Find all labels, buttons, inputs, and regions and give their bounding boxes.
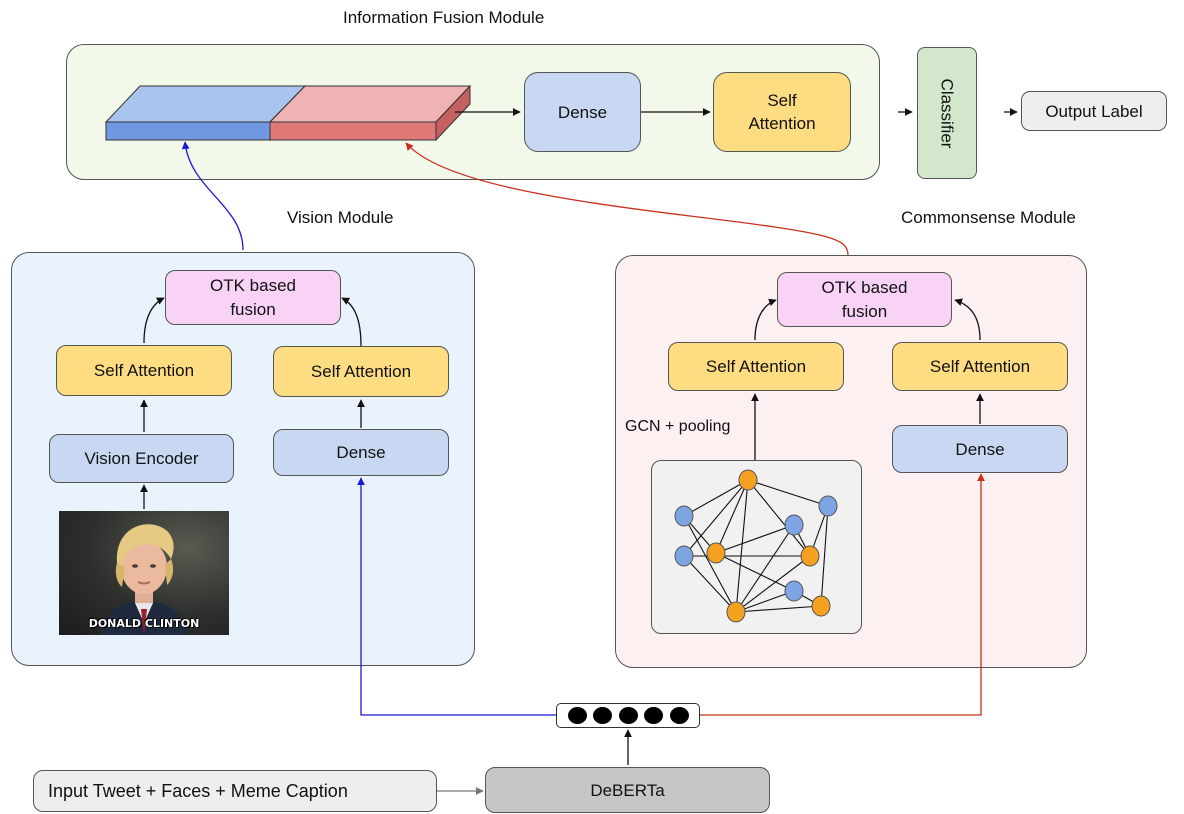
embedding-dot bbox=[593, 707, 612, 724]
meme-portrait bbox=[99, 524, 189, 635]
graph-node-orange bbox=[738, 469, 758, 491]
vision-otk-fusion-node: OTK based fusion bbox=[165, 270, 341, 325]
embedding-dot bbox=[669, 707, 689, 724]
graph-node-blue bbox=[784, 580, 804, 602]
graph-node-blue bbox=[674, 505, 694, 527]
graph-node-blue bbox=[784, 514, 804, 536]
vision-otk-line2: fusion bbox=[230, 299, 276, 319]
fusion-self-attention-line2: Attention bbox=[748, 114, 816, 133]
meme-image: DONALD CLINTON bbox=[59, 511, 229, 635]
embedding-dot bbox=[644, 707, 663, 724]
fusion-module-title: Information Fusion Module bbox=[343, 8, 545, 27]
graph-node-orange bbox=[811, 595, 831, 617]
fused-feature-tensor bbox=[104, 84, 472, 142]
fusion-self-attention-node: Self Attention bbox=[713, 72, 851, 152]
vision-dense-node: Dense bbox=[273, 429, 449, 476]
fusion-dense-node: Dense bbox=[524, 72, 641, 152]
graph-node-blue bbox=[674, 545, 694, 567]
fusion-self-attention-line1: Self bbox=[767, 91, 797, 110]
vision-module-title: Vision Module bbox=[287, 208, 394, 227]
vision-encoder-node: Vision Encoder bbox=[49, 434, 234, 483]
graph-node-blue bbox=[818, 495, 838, 517]
meme-caption-text: DONALD CLINTON bbox=[88, 617, 200, 630]
gcn-pooling-label: GCN + pooling bbox=[625, 418, 731, 435]
deberta-node: DeBERTa bbox=[485, 767, 770, 813]
commonsense-otk-line2: fusion bbox=[841, 301, 888, 321]
embedding-dot bbox=[567, 707, 587, 724]
embedding-dot bbox=[618, 707, 638, 724]
input-node: Input Tweet + Faces + Meme Caption bbox=[33, 770, 437, 812]
vision-otk-line1: OTK based bbox=[210, 275, 296, 295]
commonsense-self-attention-right: Self Attention bbox=[892, 342, 1068, 391]
commonsense-otk-line1: OTK based bbox=[821, 277, 908, 297]
vision-self-attention-left: Self Attention bbox=[56, 345, 232, 396]
commonsense-module-title: Commonsense Module bbox=[901, 208, 1076, 227]
vision-self-attention-right: Self Attention bbox=[273, 346, 449, 397]
commonsense-otk-fusion-node: OTK based fusion bbox=[777, 272, 952, 327]
graph-node-orange bbox=[726, 601, 746, 623]
classifier-node: Classifier bbox=[917, 47, 977, 179]
graph-node-orange bbox=[706, 542, 726, 564]
output-label-node: Output Label bbox=[1021, 91, 1167, 131]
commonsense-self-attention-left: Self Attention bbox=[668, 342, 844, 391]
commonsense-dense-node: Dense bbox=[892, 425, 1068, 473]
text-embedding-vector bbox=[556, 703, 700, 728]
graph-node-orange bbox=[800, 545, 820, 567]
